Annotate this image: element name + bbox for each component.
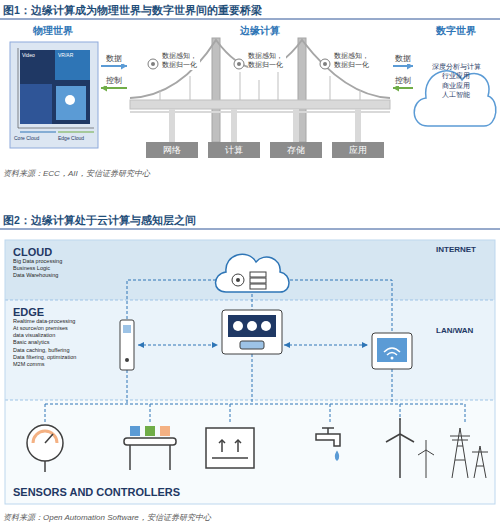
figure-heading: 图1：边缘计算成为物理世界与数字世界间的重要桥梁 bbox=[3, 4, 262, 18]
source-note: 资料来源：ECC，AII，安信证券研究中心 bbox=[3, 168, 150, 179]
node-text: data visualization bbox=[13, 332, 55, 339]
chart-label: Edge Cloud bbox=[58, 135, 84, 141]
header-rule bbox=[0, 229, 500, 230]
node-title: 网络 bbox=[146, 142, 198, 158]
pillar-box: 存储 bbox=[270, 142, 322, 158]
layer-band: EDGERealtime data-processingAt source/on… bbox=[5, 300, 495, 400]
cloud-icon bbox=[216, 254, 290, 292]
chart-label: Video bbox=[22, 52, 35, 58]
pillar-box: 应用 bbox=[332, 142, 384, 158]
node-text: Basic analytics bbox=[13, 339, 49, 346]
bridge-panel: 边缘计算数据感知，数据归一化 数据感知，数据归一化 数据感知，数据归一化网络计算存储… bbox=[128, 24, 392, 164]
node-text: Big Data processing bbox=[13, 258, 62, 265]
pillar-box: 网络 bbox=[146, 142, 198, 158]
edge-label: 数据 bbox=[394, 53, 412, 64]
sensor-icons bbox=[27, 418, 488, 478]
node-text: Data Warehousing bbox=[13, 272, 58, 279]
node-text: Data filtering, optimization bbox=[13, 354, 76, 361]
chart-label: Core Cloud bbox=[14, 135, 39, 141]
sensing-item: 数据感知，数据归一化 bbox=[318, 52, 372, 76]
node-title: 数据感知，数据归一化 bbox=[162, 52, 200, 70]
layer-band: CLOUDBig Data processingBusiness LogicDa… bbox=[5, 240, 495, 300]
arrowheads bbox=[138, 342, 368, 348]
pillar-box: 计算 bbox=[208, 142, 260, 158]
edge-devices bbox=[120, 310, 412, 370]
figure-heading: 图2：边缘计算处于云计算与感知层之间 bbox=[3, 214, 196, 228]
bridge bbox=[130, 38, 390, 142]
node-title: SENSORS AND CONTROLLERS bbox=[13, 486, 180, 498]
node-text: Realtime data-processing bbox=[13, 318, 75, 325]
world-panel: 数字世界深度分析与计算 行业应用 商业应用 人工智能 bbox=[414, 24, 498, 134]
node-title: 数据感知，数据归一化 bbox=[334, 52, 372, 70]
header-rule bbox=[0, 19, 500, 20]
node-title: 应用 bbox=[332, 142, 384, 158]
network-label: INTERNET bbox=[436, 245, 476, 254]
node-text: M2M comms bbox=[13, 361, 44, 368]
edge-label: 控制 bbox=[105, 75, 123, 86]
node-title: CLOUD bbox=[13, 246, 52, 258]
node-text: 深度分析与计算 行业应用 商业应用 人工智能 bbox=[428, 62, 484, 100]
latency-chart bbox=[10, 42, 98, 148]
network-lines bbox=[45, 280, 465, 424]
edge-label: 控制 bbox=[394, 75, 412, 86]
layer-bands bbox=[5, 240, 495, 504]
node-title: 存储 bbox=[270, 142, 322, 158]
node-text: Business Logic bbox=[13, 265, 50, 272]
layer-band: SENSORS AND CONTROLLERS bbox=[5, 400, 495, 504]
node-title: 数据感知，数据归一化 bbox=[248, 52, 286, 70]
edge-label: 数据 bbox=[105, 53, 123, 64]
sensing-item: 数据感知，数据归一化 bbox=[146, 52, 200, 76]
node-title: 计算 bbox=[208, 142, 260, 158]
node-title: EDGE bbox=[13, 306, 44, 318]
sensing-item: 数据感知，数据归一化 bbox=[232, 52, 286, 76]
node-text: Data caching, buffering bbox=[13, 347, 69, 354]
world-panel: 物理世界 bbox=[6, 24, 100, 148]
node-title: 物理世界 bbox=[6, 24, 100, 38]
chart-label: VR/AR bbox=[58, 52, 73, 58]
node-title: 边缘计算 bbox=[128, 24, 392, 38]
node-text: At source/on premises bbox=[13, 325, 68, 332]
network-label: LAN/WAN bbox=[436, 326, 473, 335]
source-note: 资料来源：Open Automation Software，安信证券研究中心 bbox=[3, 512, 211, 523]
node-title: 数字世界 bbox=[414, 24, 498, 38]
